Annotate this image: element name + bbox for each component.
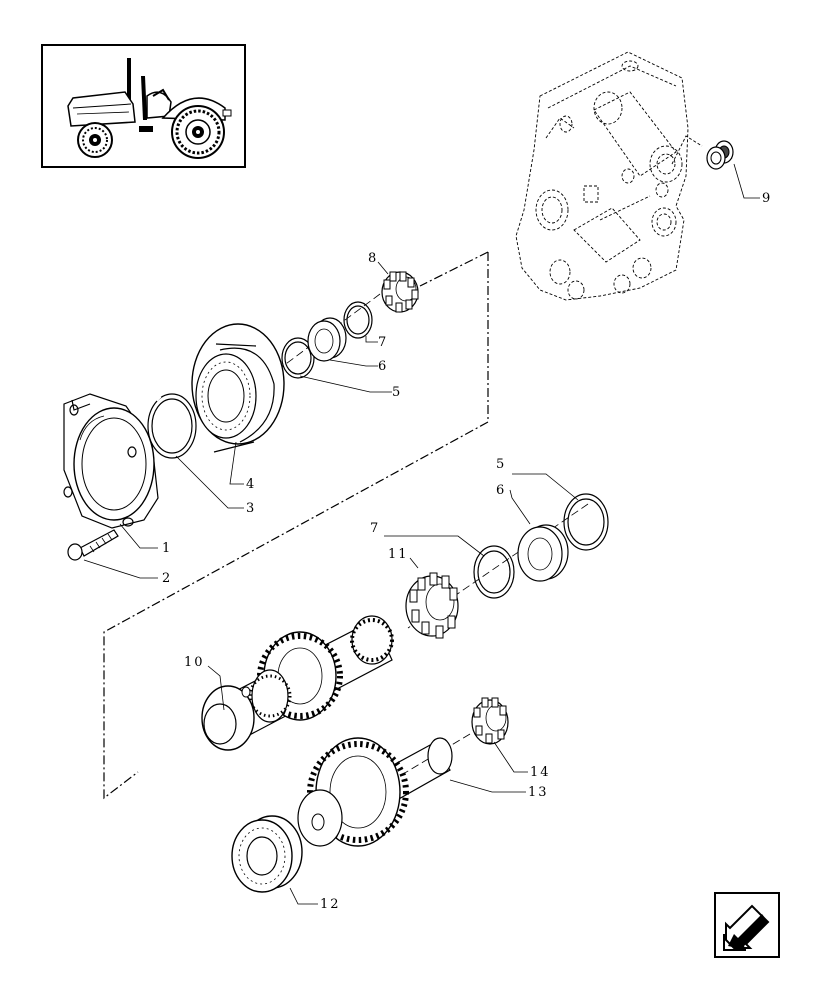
tractor-icon [67, 58, 232, 159]
callout-labels: 1 2 3 4 5 6 7 8 9 5 6 7 11 10 14 13 12 [162, 191, 772, 912]
callout-7a: 7 [378, 335, 388, 350]
callout-5b: 5 [496, 457, 506, 472]
part-13-gear-shaft [297, 737, 453, 847]
transmission-housing [515, 51, 689, 301]
callout-14: 14 [530, 765, 551, 780]
part-14-needle-bearing [471, 697, 509, 745]
part-6-spacer-lower [517, 524, 569, 582]
part-5-circlip-upper [281, 337, 315, 379]
leader-lines [83, 163, 760, 905]
callout-4: 4 [246, 477, 256, 492]
tractor-thumbnail [41, 44, 246, 168]
part-5-circlip-lower [563, 493, 609, 551]
part-1-cover [63, 393, 159, 529]
part-10-gear-shaft [201, 615, 394, 751]
part-2-bolt [67, 529, 119, 561]
part-7-ring-lower [473, 545, 515, 599]
callout-12: 12 [320, 897, 341, 912]
part-7-ring-upper [343, 301, 373, 339]
part-11-needle-bearing [405, 572, 459, 639]
callout-3: 3 [246, 501, 256, 516]
callout-9: 9 [762, 191, 772, 206]
callout-1: 1 [162, 541, 172, 556]
previous-page-button[interactable] [714, 892, 780, 958]
callout-6b: 6 [496, 483, 506, 498]
part-4-bearing [191, 323, 285, 453]
part-6-spacer-upper [307, 317, 347, 362]
part-9-bushing [671, 135, 734, 170]
callout-2: 2 [162, 571, 172, 586]
previous-page-arrow-icon [723, 904, 770, 951]
callout-6a: 6 [378, 359, 388, 374]
callout-5a: 5 [392, 385, 402, 400]
callout-13: 13 [528, 785, 549, 800]
callout-10: 10 [184, 655, 205, 670]
part-12-bearing [231, 815, 303, 893]
callout-8: 8 [368, 251, 378, 266]
part-3-snap-ring [147, 393, 197, 459]
assembly-boundary-upper [103, 252, 489, 800]
callout-11: 11 [388, 547, 409, 562]
part-8-needle-bearing [381, 271, 419, 313]
callout-7b: 7 [370, 521, 380, 536]
